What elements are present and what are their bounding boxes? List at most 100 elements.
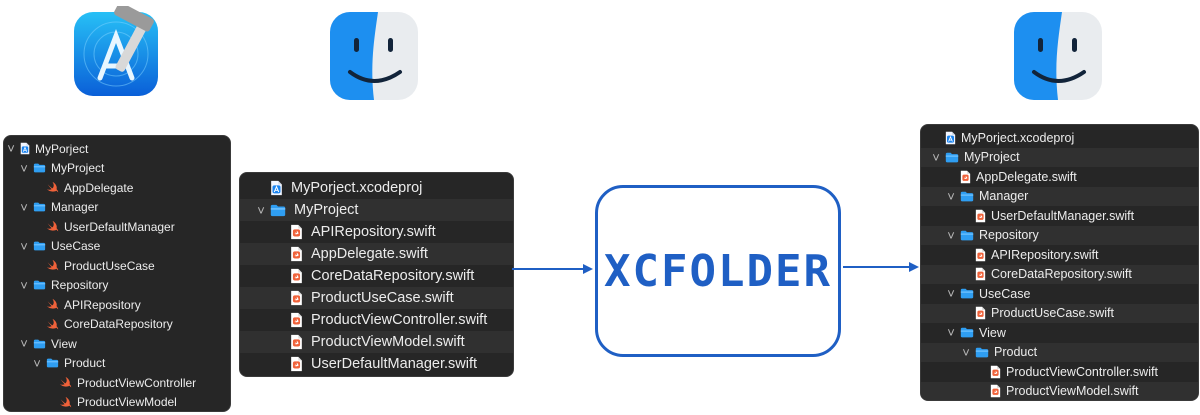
chevron-down-icon[interactable]: ˅ <box>20 238 28 254</box>
tree-row[interactable]: AppDelegate.swift <box>921 167 1198 187</box>
tree-row[interactable]: APIRepository <box>4 295 230 315</box>
tree-row[interactable]: ProductUseCase.swift <box>240 287 513 309</box>
chevron-down-icon[interactable]: ˅ <box>962 344 970 360</box>
tree-row-label: MyPorject.xcodeproj <box>291 180 423 196</box>
chevron-down-icon[interactable]: ˅ <box>932 149 940 165</box>
chevron-down-icon[interactable]: ˅ <box>257 202 265 218</box>
tree-row-label: View <box>979 325 1006 340</box>
tree-row-label: CoreDataRepository.swift <box>991 267 1132 282</box>
tree-row[interactable]: AppDelegate <box>4 178 230 198</box>
tree-row[interactable]: ˅ Manager <box>4 198 230 218</box>
tree-row[interactable]: ˅ View <box>4 334 230 354</box>
tree-row-label: AppDelegate <box>64 180 134 195</box>
chevron-down-icon[interactable]: ˅ <box>20 199 28 215</box>
swift-file-icon <box>290 290 303 306</box>
swift-file-icon <box>290 312 303 328</box>
tree-row[interactable]: ˅Repository <box>4 276 230 296</box>
tree-row[interactable]: UserDefaultManager <box>4 217 230 237</box>
tree-row-label: APIRepository.swift <box>991 247 1099 262</box>
tree-row-label: AppDelegate.swift <box>976 169 1077 184</box>
tree-row-label: AppDelegate.swift <box>311 246 428 262</box>
tree-row[interactable]: ˅MyPorject <box>4 139 230 159</box>
chevron-down-icon[interactable]: ˅ <box>20 336 28 352</box>
tree-row[interactable]: MyPorject.xcodeproj <box>921 128 1198 148</box>
chevron-down-icon[interactable]: ˅ <box>33 355 41 371</box>
xcodeproj-icon <box>20 142 30 155</box>
tree-row-label: ProductViewModel.swift <box>1006 384 1139 399</box>
tree-row-label: UserDefaultManager <box>64 219 175 234</box>
swift-file-icon <box>990 365 1001 379</box>
tree-row[interactable]: CoreDataRepository.swift <box>921 264 1198 284</box>
swift-icon <box>46 220 59 233</box>
tree-row-label: MyProject <box>51 161 105 176</box>
swift-icon <box>46 318 59 331</box>
swift-file-icon <box>290 268 303 284</box>
tree-row-label: ProductViewModel <box>77 395 177 410</box>
tree-row[interactable]: CoreDataRepository.swift <box>240 265 513 287</box>
tree-row[interactable]: UserDefaultManager.swift <box>240 353 513 375</box>
tree-row[interactable]: APIRepository.swift <box>921 245 1198 265</box>
swift-file-icon <box>975 248 986 262</box>
tree-row[interactable]: ProductUseCase <box>4 256 230 276</box>
tree-row-label: UserDefaultManager.swift <box>311 356 478 372</box>
chevron-down-icon[interactable]: ˅ <box>947 188 955 204</box>
tree-row[interactable]: ˅Manager <box>921 186 1198 206</box>
tree-row-label: MyProject <box>964 150 1020 165</box>
tree-row[interactable]: MyPorject.xcodeproj <box>240 177 513 199</box>
folder-icon <box>270 204 286 217</box>
tree-row[interactable]: CoreDataRepository <box>4 315 230 335</box>
tree-row-label: APIRepository <box>64 297 141 312</box>
tree-row[interactable]: ProductViewController.swift <box>921 362 1198 382</box>
chevron-down-icon[interactable]: ˅ <box>947 325 955 341</box>
chevron-down-icon[interactable]: ˅ <box>20 160 28 176</box>
folder-icon <box>33 339 46 349</box>
tree-row[interactable]: ProductViewController <box>4 373 230 393</box>
chevron-down-icon[interactable]: ˅ <box>947 286 955 302</box>
tree-row-label: UseCase <box>51 239 101 254</box>
tree-row[interactable]: ˅ UseCase <box>4 237 230 257</box>
chevron-down-icon[interactable]: ˅ <box>20 277 28 293</box>
tree-row[interactable]: ˅Product <box>4 354 230 374</box>
tree-row[interactable]: ProductViewController.swift <box>240 309 513 331</box>
folder-icon <box>33 280 46 290</box>
tree-row[interactable]: ˅UseCase <box>921 284 1198 304</box>
folder-icon <box>975 347 989 358</box>
tree-row-label: MyPorject.xcodeproj <box>961 130 1075 145</box>
tree-row[interactable]: ProductViewModel.swift <box>240 331 513 353</box>
tree-row-label: Manager <box>51 200 99 215</box>
swift-file-icon <box>290 334 303 350</box>
swift-icon <box>46 298 59 311</box>
tree-row[interactable]: ˅ MyProject <box>921 147 1198 167</box>
tree-row-label: ProductViewController.swift <box>1006 364 1158 379</box>
tree-row-label: View <box>51 336 77 351</box>
swift-icon <box>46 181 59 194</box>
chevron-down-icon[interactable]: ˅ <box>947 227 955 243</box>
tree-row-label: ProductViewController.swift <box>311 312 488 328</box>
tree-row-label: ProductViewModel.swift <box>311 334 465 350</box>
tree-row[interactable]: ˅Product <box>921 342 1198 362</box>
tree-row-label: APIRepository.swift <box>311 224 436 240</box>
finder-app-icon <box>1012 10 1104 102</box>
tree-row[interactable]: ˅Repository <box>921 225 1198 245</box>
swift-file-icon <box>975 306 986 320</box>
tree-row[interactable]: ˅ View <box>921 323 1198 343</box>
chevron-down-icon[interactable]: ˅ <box>7 141 15 157</box>
tree-row[interactable]: APIRepository.swift <box>240 221 513 243</box>
swift-file-icon <box>290 356 303 372</box>
tree-row[interactable]: ProductUseCase.swift <box>921 303 1198 323</box>
tree-row[interactable]: UserDefaultManager.swift <box>921 206 1198 226</box>
xcfolder-tool-box: XCFOLDER <box>595 185 841 357</box>
tree-row[interactable]: AppDelegate.swift <box>240 243 513 265</box>
tree-row[interactable]: ˅ MyProject <box>4 159 230 179</box>
tree-row[interactable]: ˅MyProject <box>240 199 513 221</box>
xcodeproj-icon <box>945 131 956 145</box>
tree-row-label: ProductUseCase.swift <box>991 306 1114 321</box>
folder-icon <box>33 163 46 173</box>
tree-row[interactable]: ProductViewModel.swift <box>921 381 1198 400</box>
tree-row-label: CoreDataRepository <box>64 317 173 332</box>
tree-row[interactable]: ProductViewModel <box>4 393 230 412</box>
